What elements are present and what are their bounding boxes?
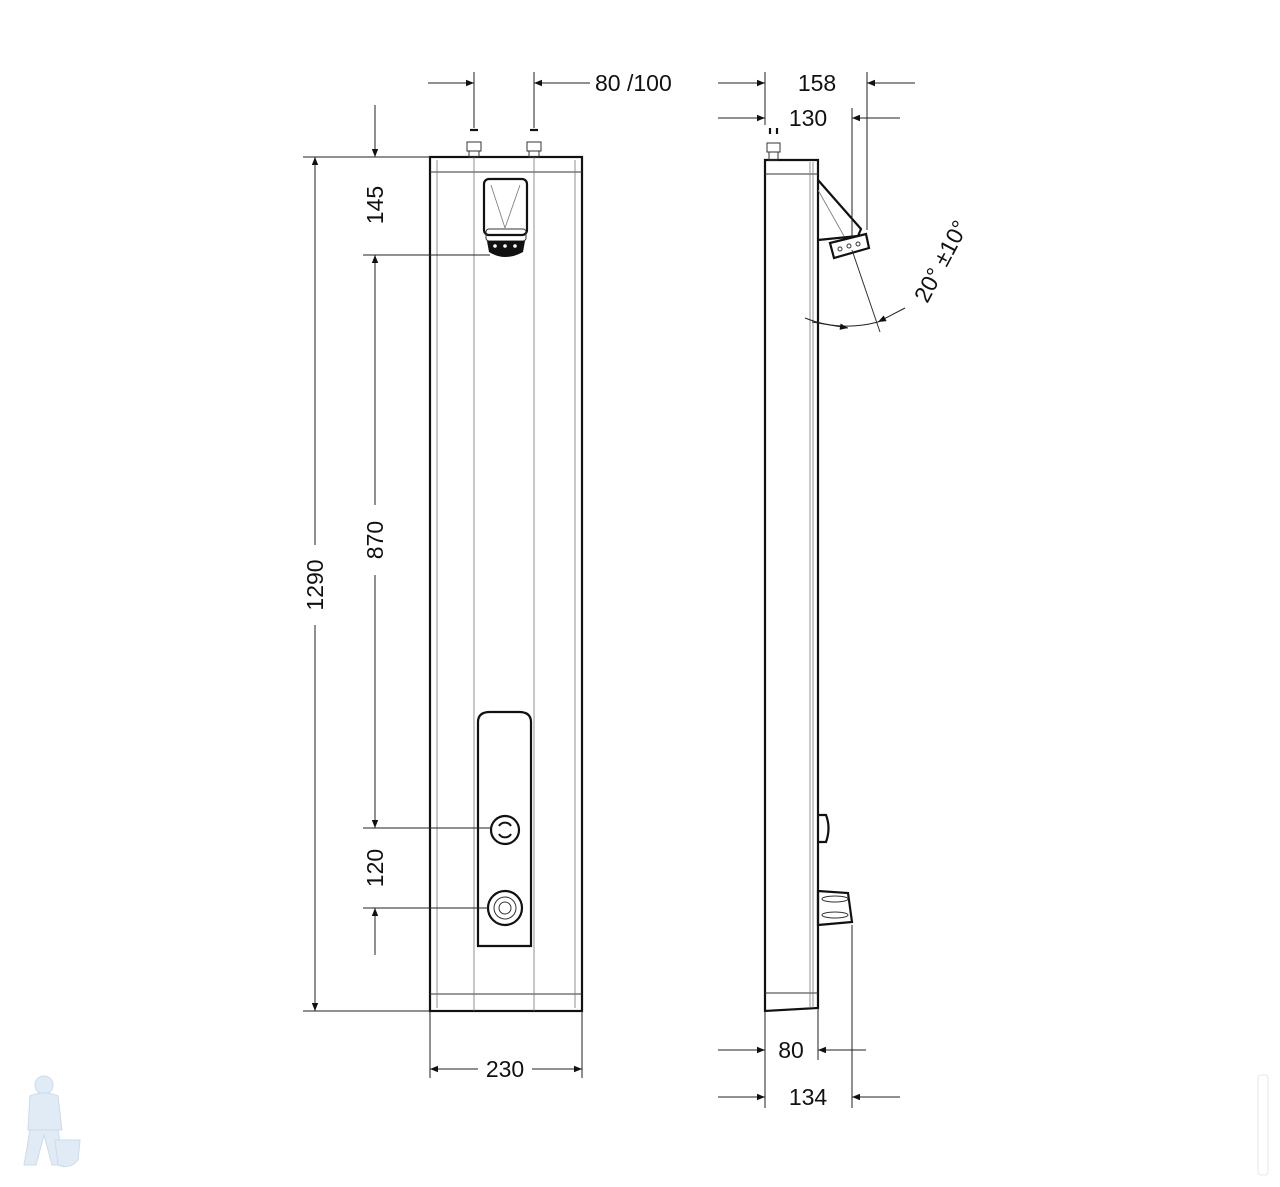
push-button [489, 814, 521, 846]
dimension-label: 120 [362, 849, 388, 887]
watermark-side-text [1257, 1074, 1269, 1176]
dimension-head-angle: 20° ±10° [804, 216, 974, 330]
dimension-depth-body: 80 [718, 1008, 866, 1108]
dimension-label: 80 [778, 1037, 804, 1063]
inlet-connector-left [466, 128, 482, 158]
control-plate [476, 710, 533, 948]
dimension-label: 130 [789, 105, 827, 131]
dimension-inlet-spacing: 80 /100 [428, 70, 672, 128]
dimension-depth-tap: 134 [718, 925, 900, 1110]
side-shower-head [817, 179, 881, 333]
shower-head [482, 177, 529, 257]
side-panel [763, 158, 820, 1013]
dimension-depth-head: 158 [718, 70, 915, 230]
side-mixing-tap [816, 889, 854, 927]
mixing-tap [486, 889, 524, 927]
dimension-total-height: 1290 [302, 156, 430, 1012]
dimension-head-to-button: 870 [362, 300, 492, 829]
inlet-connector-right [526, 128, 542, 158]
dimension-top-to-head: 145 [362, 105, 490, 300]
side-view: 158 130 20° ±10° 80 134 [718, 70, 973, 1110]
dimension-depth-head-inner: 130 [718, 105, 900, 236]
dimension-label: 870 [362, 521, 388, 559]
dimension-label: 1290 [302, 559, 328, 610]
side-push-button [818, 813, 830, 844]
dimension-label: 20° ±10° [909, 216, 974, 306]
watermark-plumber-logo [23, 1075, 81, 1168]
dimension-button-to-tap: 120 [362, 849, 488, 955]
dimension-label: 145 [362, 186, 388, 224]
dimension-width: 230 [429, 1011, 583, 1082]
front-view: 80 /100 1290 145 870 120 [302, 70, 672, 1082]
dimension-label: 230 [486, 1056, 524, 1082]
side-inlet-connector [766, 128, 781, 161]
dimension-label: 158 [798, 70, 836, 96]
front-panel [428, 155, 584, 1013]
dimension-label: 134 [789, 1084, 828, 1110]
dimension-label: 80 /100 [595, 70, 672, 96]
